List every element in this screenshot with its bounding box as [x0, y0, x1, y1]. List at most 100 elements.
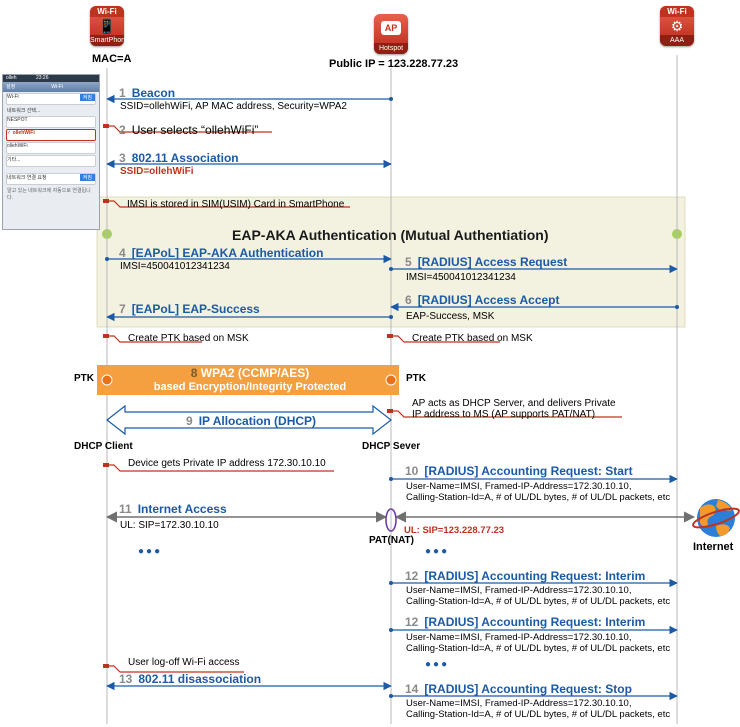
flag-ptk-phone-marker	[103, 334, 109, 338]
msg-access-accept-number: 6	[405, 293, 412, 307]
phone-section-label: 네트워크 선택...	[7, 108, 41, 114]
arrow-access-request-origin-dot	[389, 267, 393, 271]
msg-association-text: 802.11 Association	[131, 151, 239, 165]
flag-imsi-stored	[106, 200, 350, 208]
msg-acct-stop: 14[RADIUS] Accounting Request: Stop	[405, 682, 632, 696]
ptk-dot-right	[385, 374, 397, 386]
msg-acct-start-d2: Calling-Station-Id=A, # of UL/DL bytes, …	[406, 492, 671, 503]
pat-nat-label: PAT(NAT)	[369, 535, 414, 546]
msg-device-ip: Device gets Private IP address 172.30.10…	[128, 458, 326, 469]
msg-acct-interim-1-text: [RADIUS] Accounting Request: Interim	[424, 569, 646, 583]
dhcp-client-label: DHCP Client	[74, 441, 133, 452]
arrow-eapol-aka-origin-dot	[105, 257, 109, 261]
msg-internet-access-number: 11	[119, 502, 132, 516]
msg-internet-access-text: Internet Access	[137, 502, 227, 516]
arrow-acct-stop-origin-dot	[389, 694, 393, 698]
msg-acct-interim-2-text: [RADIUS] Accounting Request: Interim	[424, 615, 646, 629]
msg-internet-ul-private: UL: SIP=172.30.10.10	[120, 520, 219, 531]
smartphone-mac: MAC=A	[92, 53, 132, 65]
internet-label: Internet	[693, 541, 734, 553]
msg-acct-start-text: [RADIUS] Accounting Request: Start	[424, 464, 633, 478]
ellipsis-left: ●●●	[138, 546, 163, 557]
wpa2-sublabel: based Encryption/Integrity Protected	[154, 381, 347, 393]
ellipsis-right: ●●●	[425, 546, 450, 557]
msg-acct-interim-2-d2: Calling-Station-Id=A, # of UL/DL bytes, …	[406, 643, 671, 654]
pat-nat-node	[385, 508, 397, 532]
msg-access-accept-detail: EAP-Success, MSK	[406, 311, 495, 322]
hotspot-public-ip: Public IP = 123.228.77.23	[329, 58, 459, 70]
phone-footnote: 알고 있는 네트워크에 자동으로 연결됩니다.	[7, 188, 91, 201]
msg-acct-interim-1: 12 [RADIUS] Accounting Request: Interim	[405, 569, 645, 583]
msg-association-detail: SSID=ollehWiFi	[120, 166, 194, 177]
wpa2-bar	[97, 365, 399, 395]
msg-internet-ul-public: UL: SIP=123.228.77.23	[404, 525, 505, 536]
flag-device-ip-marker	[103, 463, 109, 467]
msg-disassociation-number: 13	[119, 672, 133, 686]
msg-dhcp-server-1: AP acts as DHCP Server, and delivers Pri…	[412, 398, 616, 409]
arrow-acct-interim-1-origin-dot	[389, 581, 393, 585]
arrow-beacon-origin-dot	[389, 97, 393, 101]
hotspot-entity-icon: AP Hotspot AP	[374, 14, 408, 63]
msg-acct-interim-2: 12[RADIUS] Accounting Request: Interim	[405, 615, 645, 629]
msg-imsi-stored: IMSI is stored in SIM(USIM) Card in Smar…	[127, 199, 345, 210]
msg-access-request: 5[RADIUS] Access Request	[405, 255, 567, 269]
dhcp-server-label: DHCP Sever	[362, 441, 421, 452]
phone-back-button: 설정	[6, 84, 16, 90]
flag-ptk-ap	[390, 335, 500, 343]
msg-access-accept: 6 [RADIUS] Access Accept	[405, 293, 560, 307]
msg-acct-interim-1-d2: Calling-Station-Id=A, # of UL/DL bytes, …	[406, 596, 671, 607]
smartphone-tag: Wi-Fi	[90, 6, 124, 17]
flag-ptk-ap-marker	[387, 334, 393, 338]
msg-acct-stop-d2: Calling-Station-Id=A, # of UL/DL bytes, …	[406, 709, 671, 720]
msg-ptk-phone: Create PTK based on MSK	[128, 333, 249, 344]
msg-access-accept-text: [RADIUS] Access Accept	[417, 293, 560, 307]
access-point-icon: AP	[374, 20, 408, 35]
msg-ip-allocation-number: 9	[186, 414, 193, 428]
msg-acct-interim-1-number: 12	[405, 569, 419, 583]
arrow-acct-start-origin-dot	[389, 477, 393, 481]
msg-eapol-aka-text: [EAPoL] EAP-AKA Authentication	[131, 246, 324, 260]
flag-imsi-stored-marker	[103, 199, 109, 203]
msg-eap-success: 7[EAPoL] EAP-Success	[119, 302, 260, 316]
msg-ptk-ap: Create PTK based on MSK	[412, 333, 533, 344]
msg-acct-interim-1-d1: User-Name=IMSI, Framed-IP-Address=172.30…	[406, 585, 632, 596]
msg-internet-access: 11 Internet Access	[119, 502, 227, 516]
arrow-access-accept-origin-dot	[675, 305, 679, 309]
phone-network-item-selected: ✓ ollehWiFi	[6, 129, 96, 141]
msg-acct-stop-text: [RADIUS] Accounting Request: Stop	[424, 682, 632, 696]
ptk-left-label: PTK	[74, 373, 94, 384]
msg-user-logoff: User log-off Wi-Fi access	[128, 657, 240, 668]
hotspot-caption: Hotspot AP	[374, 43, 408, 63]
phone-network-item: NESPOT	[6, 116, 96, 128]
phone-status-bar: olleh 23:26	[3, 75, 99, 82]
phone-network-item: ollehWiFi	[6, 142, 96, 154]
flag-dhcp-server	[390, 410, 622, 418]
aaa-server-icon: ⚙	[670, 18, 684, 34]
msg-eapol-aka-number: 4	[119, 246, 126, 260]
aaa-tag: Wi-Fi	[660, 6, 694, 17]
flag-user-selects-marker	[103, 124, 109, 128]
phone-network-item: 기타...	[6, 155, 96, 167]
eap-aka-title: EAP-AKA Authentication (Mutual Authentia…	[232, 227, 549, 243]
msg-association-number: 3	[119, 151, 126, 165]
flag-dhcp-server-marker	[387, 409, 393, 413]
msg-access-request-text: [RADIUS] Access Request	[417, 255, 568, 269]
ellipsis-right-2: ●●●	[425, 659, 450, 670]
dhcp-double-arrow	[106, 404, 392, 436]
msg-beacon-text: Beacon	[131, 86, 176, 100]
msg-acct-start-number: 10	[405, 464, 419, 478]
msg-beacon-number: 1	[119, 86, 126, 100]
msg-acct-stop-d1: User-Name=IMSI, Framed-IP-Address=172.30…	[406, 698, 632, 709]
msg-eapol-aka: 4 [EAPoL] EAP-AKA Authentication	[119, 246, 323, 260]
ptk-dot-left	[101, 374, 113, 386]
msg-eapol-aka-detail: IMSI=450041012341234	[120, 261, 230, 272]
smartphone-caption: SmartPhone	[90, 35, 129, 46]
flag-ptk-phone	[106, 335, 202, 343]
phone-nav-title: Wi-Fi	[51, 84, 63, 90]
